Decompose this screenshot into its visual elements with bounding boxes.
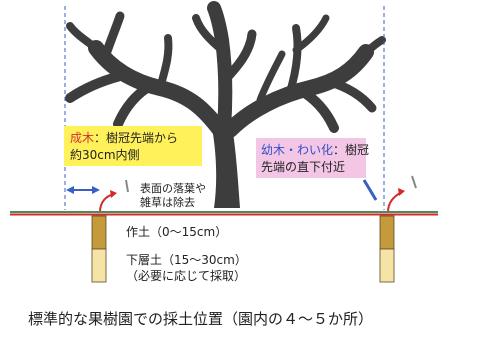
tree-left-branch-2: [113, 81, 155, 129]
soil-core-right-subsoil: [379, 248, 395, 283]
weed-mark-right: [411, 175, 417, 189]
tree-right-branch-2: [325, 77, 377, 113]
young-label-line2: 先端の直下付近: [261, 160, 345, 174]
tree-left-branch-5: [156, 34, 173, 92]
mature-label-line2: 約30cm内側: [70, 147, 140, 162]
tree-right-branch-5: [292, 14, 330, 54]
tree-right-branch-1: [295, 85, 339, 133]
subsoil-label-line1: 下層土（15～30cm）: [126, 253, 247, 267]
topsoil-label: 作土（0～15cm）: [126, 225, 227, 239]
soil-core-left-topsoil: [91, 215, 107, 250]
tree-right-branch-3: [348, 36, 386, 72]
mature-label-box: [64, 126, 202, 166]
mature-label-rest: ：樹冠先端から: [94, 131, 178, 145]
surface-note-line2: 雑草は除去: [140, 195, 195, 209]
soil-core-right-topsoil: [379, 215, 395, 250]
weed-mark-left: [125, 179, 129, 193]
tree-left-branch-3: [99, 11, 125, 65]
soil-core-right: [379, 215, 395, 283]
subsoil-label-line2: （必要に応じて採取）: [126, 269, 246, 283]
tree-center-branch-2: [192, 14, 226, 54]
removal-arrow-right: [387, 188, 405, 213]
tree-trunk: [212, 126, 240, 208]
young-pointer-arrow: [362, 179, 378, 201]
tree-left-branch-4: [66, 22, 100, 52]
mature-label-name: 成木: [70, 131, 94, 145]
soil-core-left: [91, 215, 107, 283]
young-label-name: 幼木・わい化: [261, 143, 333, 157]
diagram-caption: 標準的な果樹園での採土位置（園内の４～５か所）: [28, 310, 373, 328]
young-label-rest: ：樹冠: [333, 143, 369, 157]
tree-right-branch-4: [286, 24, 302, 96]
tree-illustration: [65, 1, 386, 208]
svg-text:幼木・わい化：樹冠: 幼木・わい化：樹冠: [261, 143, 369, 157]
tree-right-branch-6: [256, 50, 286, 104]
removal-arrow-left: [99, 190, 117, 213]
soil-core-left-subsoil: [91, 248, 107, 283]
svg-text:成木：樹冠先端から: 成木：樹冠先端から: [70, 131, 178, 145]
surface-note-line1: 表面の落葉や: [140, 181, 206, 195]
tree-center-limb: [207, 1, 233, 135]
tree-left-branch-1: [65, 71, 125, 103]
tree-center-branch: [220, 29, 257, 85]
young-label-box: [256, 138, 366, 178]
distance-arrow: [66, 186, 100, 194]
